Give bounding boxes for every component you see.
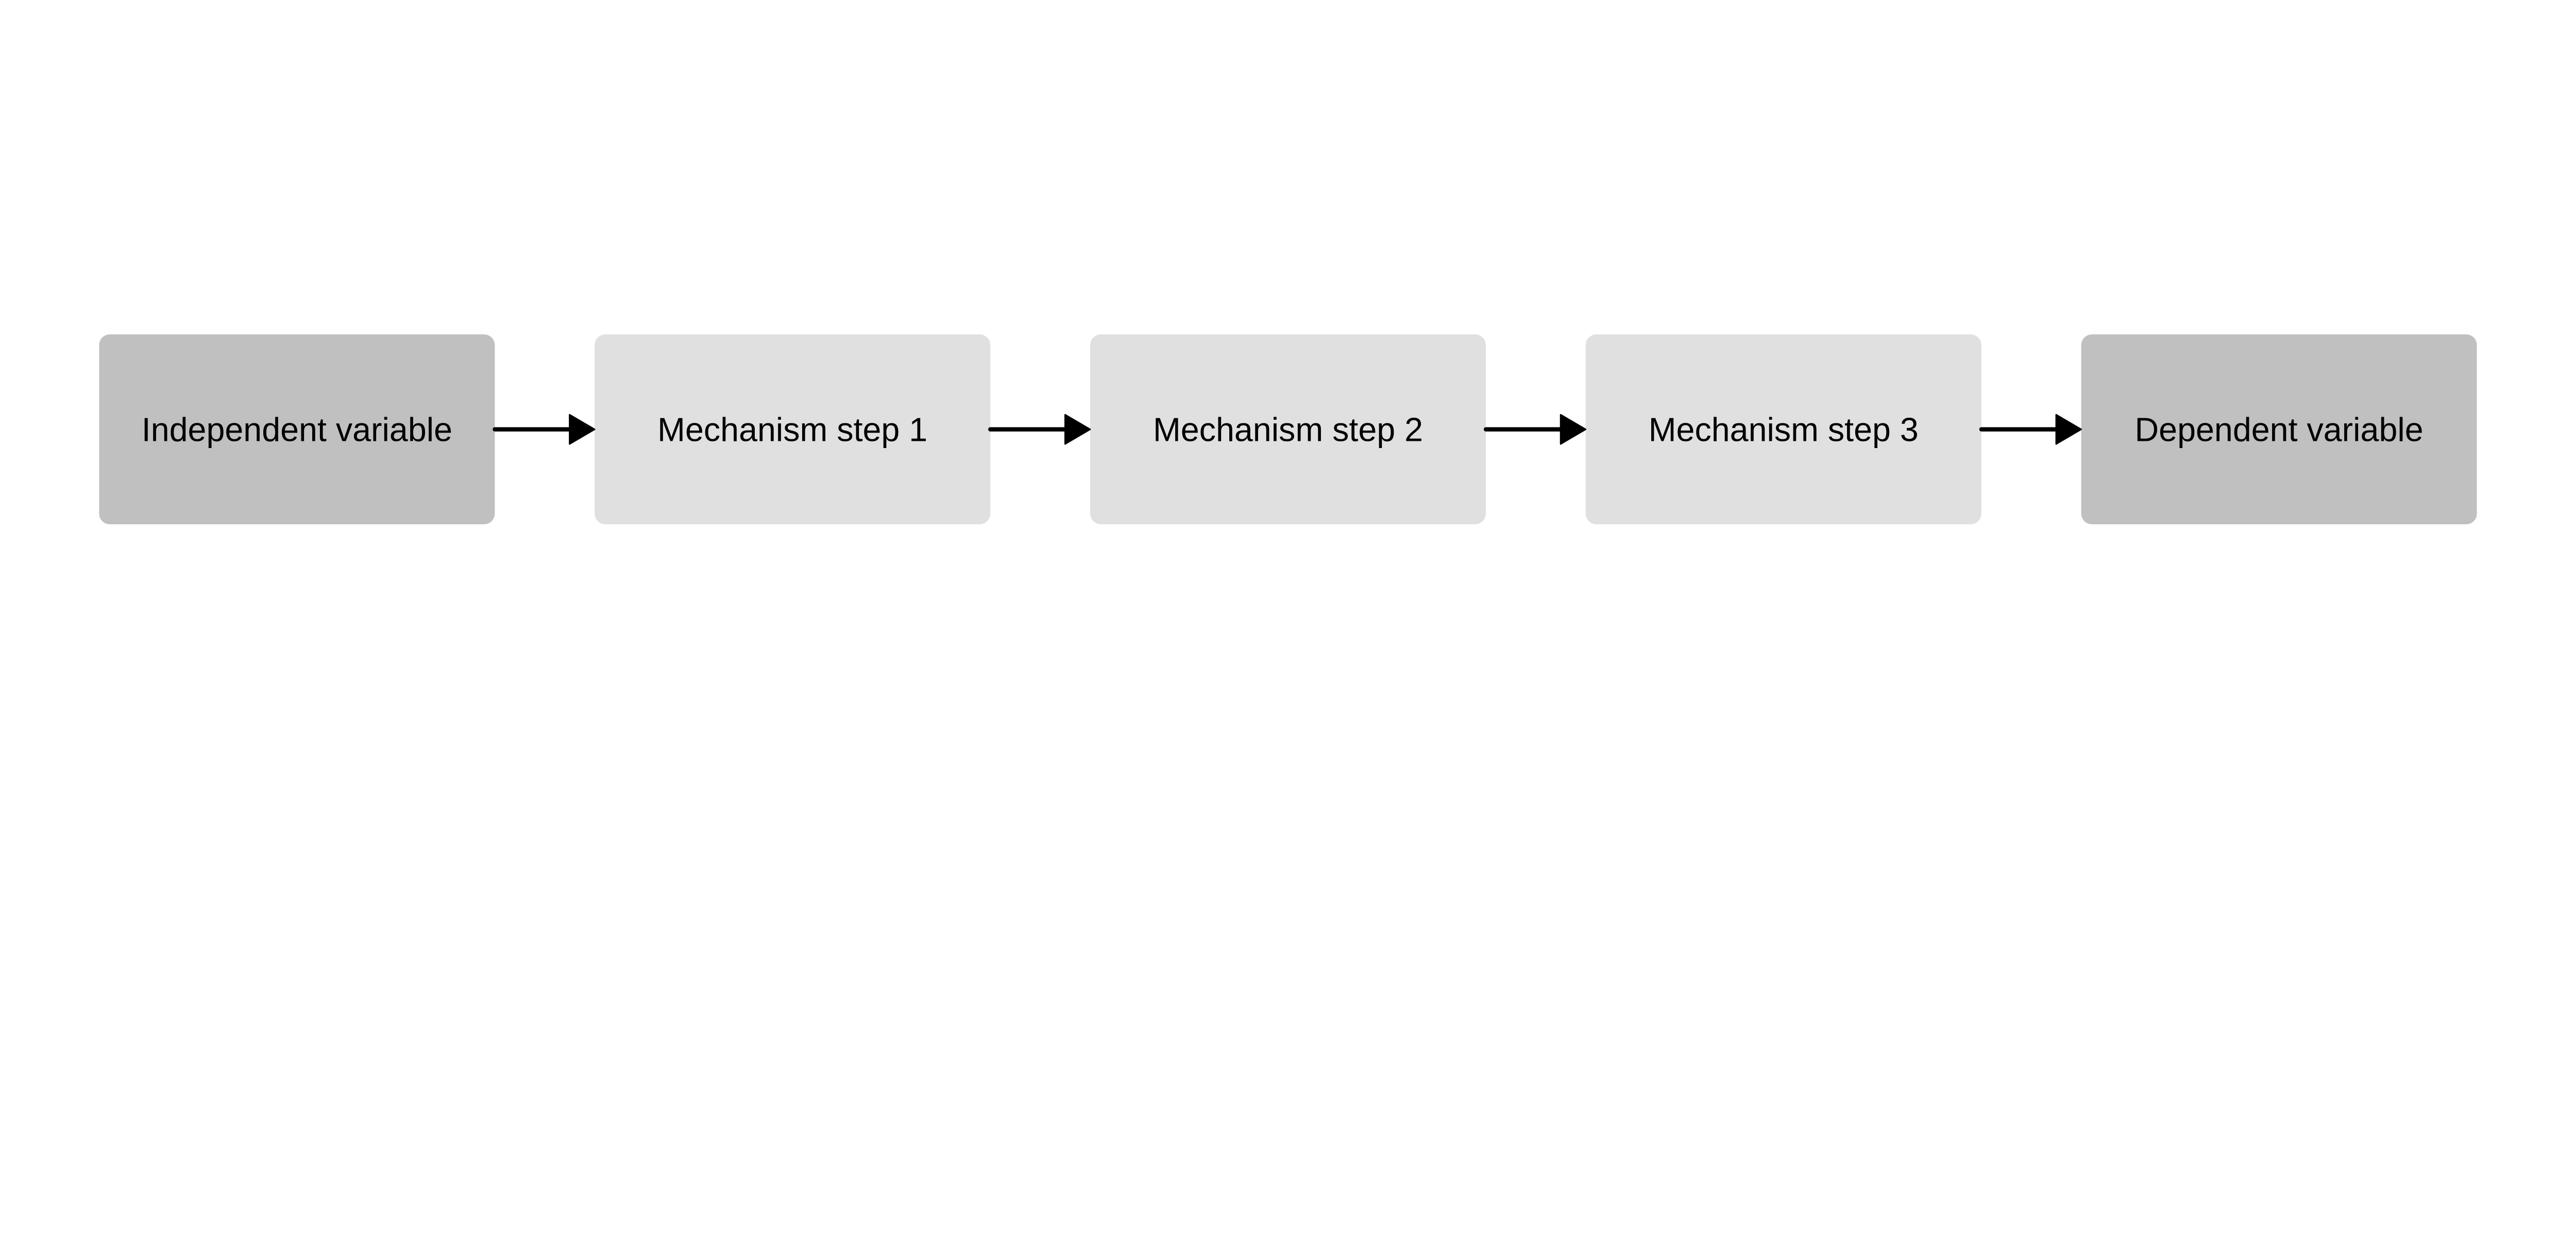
arrow-m1-m2 <box>988 414 1091 445</box>
arrowhead-icon <box>2055 414 2082 445</box>
arrowhead-icon <box>1064 414 1091 445</box>
node-label: Mechanism step 3 <box>1649 411 1919 449</box>
node-m1: Mechanism step 1 <box>595 334 991 525</box>
node-box <box>1585 334 1981 525</box>
node-m2: Mechanism step 2 <box>1090 334 1486 525</box>
node-box <box>2081 334 2477 525</box>
arrow-m2-m3 <box>1483 414 1587 445</box>
node-label: Independent variable <box>142 411 452 449</box>
node-box <box>595 334 991 525</box>
arrow-m3-dv <box>1979 414 2082 445</box>
node-label: Dependent variable <box>2135 411 2424 449</box>
arrowhead-icon <box>569 414 596 445</box>
node-box <box>99 334 495 525</box>
node-label: Mechanism step 1 <box>657 411 927 449</box>
flow-diagram: Independent variable Mechanism step 1 Mech… <box>99 334 2477 525</box>
node-label: Mechanism step 2 <box>1153 411 1423 449</box>
arrowhead-icon <box>1560 414 1587 445</box>
node-iv: Independent variable <box>99 334 495 525</box>
arrow-iv-m1 <box>493 414 596 445</box>
node-dv: Dependent variable <box>2081 334 2477 525</box>
node-m3: Mechanism step 3 <box>1585 334 1981 525</box>
node-box <box>1090 334 1486 525</box>
